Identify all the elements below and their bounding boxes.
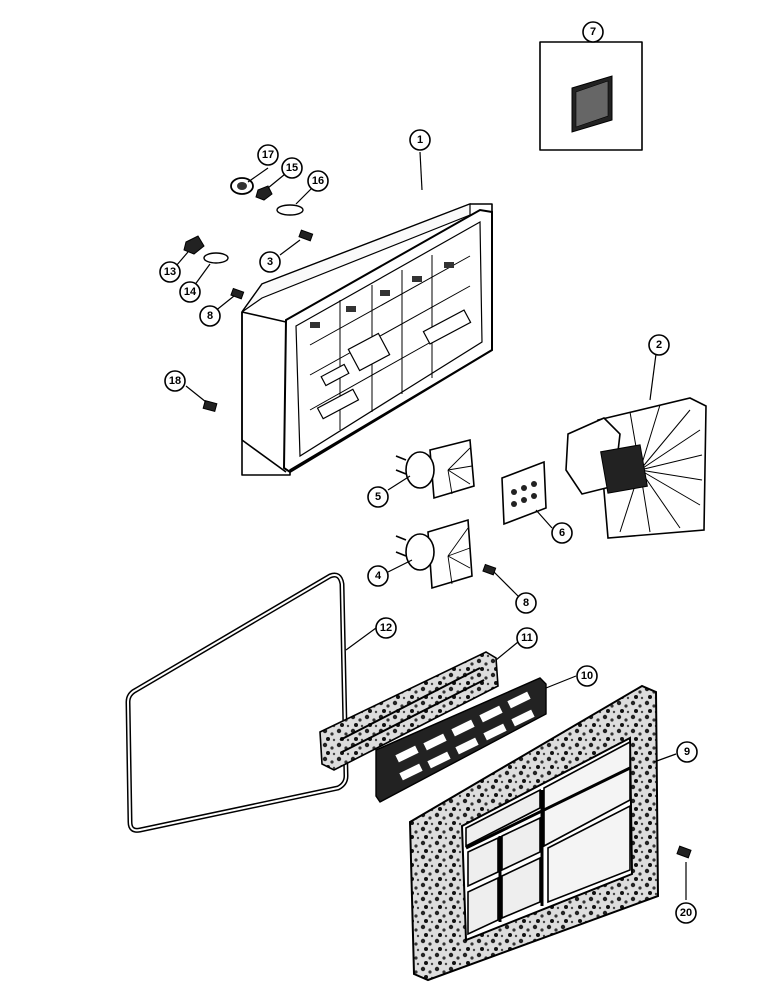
leader-lines bbox=[175, 151, 687, 900]
callout-4-label: 4 bbox=[375, 570, 382, 582]
callout-18-label: 18 bbox=[169, 375, 181, 387]
gauge-part-4 bbox=[395, 518, 473, 590]
inset-part-7 bbox=[539, 41, 643, 151]
callout-17: 17 bbox=[257, 144, 279, 166]
callout-7: 7 bbox=[582, 21, 604, 43]
callout-1: 1 bbox=[409, 129, 431, 151]
screw-20 bbox=[676, 845, 692, 859]
gasket-part-12 bbox=[125, 572, 349, 833]
callout-4: 4 bbox=[367, 565, 389, 587]
callout-3-label: 3 bbox=[267, 256, 273, 268]
callout-14: 14 bbox=[179, 281, 201, 303]
indicator-panel-part-6 bbox=[501, 460, 547, 526]
callout-11: 11 bbox=[516, 627, 538, 649]
callout-13-label: 13 bbox=[164, 266, 176, 278]
callout-10-label: 10 bbox=[581, 670, 593, 682]
callout-17-label: 17 bbox=[262, 149, 274, 161]
callout-2: 2 bbox=[648, 334, 670, 356]
callout-9-label: 9 bbox=[684, 746, 690, 758]
callout-15-label: 15 bbox=[286, 162, 298, 174]
callout-2-label: 2 bbox=[656, 339, 662, 351]
screw-8 bbox=[482, 563, 497, 576]
gauge-part-5 bbox=[395, 438, 475, 500]
gauge-part-2 bbox=[565, 397, 707, 539]
bezel-part-9 bbox=[408, 684, 660, 982]
callout-6-label: 6 bbox=[559, 527, 565, 539]
callout-12: 12 bbox=[375, 617, 397, 639]
lens-part-11 bbox=[319, 651, 499, 771]
callout-8-lower: 8 bbox=[515, 592, 537, 614]
callout-8-upper: 8 bbox=[199, 305, 221, 327]
callout-13: 13 bbox=[159, 261, 181, 283]
small-hardware bbox=[183, 177, 314, 413]
mask-part-10 bbox=[375, 677, 547, 803]
callout-20: 20 bbox=[675, 902, 697, 924]
callout-8-lower-label: 8 bbox=[523, 597, 529, 609]
callout-8-upper-label: 8 bbox=[207, 310, 213, 322]
callout-1-label: 1 bbox=[417, 134, 423, 146]
callout-16-label: 16 bbox=[312, 175, 324, 187]
callout-5-label: 5 bbox=[375, 491, 381, 503]
callout-9: 9 bbox=[676, 741, 698, 763]
callout-6: 6 bbox=[551, 522, 573, 544]
instrument-housing bbox=[241, 203, 493, 476]
callout-11-label: 11 bbox=[521, 632, 533, 644]
callout-12-label: 12 bbox=[380, 622, 392, 634]
callout-20-label: 20 bbox=[680, 907, 692, 919]
callout-15: 15 bbox=[281, 157, 303, 179]
callout-3: 3 bbox=[259, 251, 281, 273]
callout-18: 18 bbox=[164, 370, 186, 392]
callout-14-label: 14 bbox=[184, 286, 197, 298]
callout-7-label: 7 bbox=[590, 26, 596, 38]
callout-5: 5 bbox=[367, 486, 389, 508]
callout-10: 10 bbox=[576, 665, 598, 687]
callout-16: 16 bbox=[307, 170, 329, 192]
